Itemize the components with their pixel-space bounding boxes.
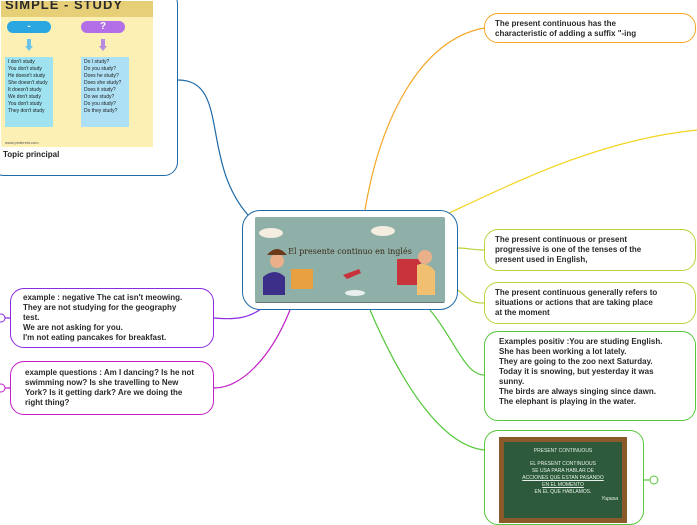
board-heading: PRESENT CONTINUOUS xyxy=(533,448,593,454)
topic-label: Topic principal xyxy=(3,150,60,159)
link-questions xyxy=(213,309,291,389)
node-situations[interactable]: The present continuous generally refers … xyxy=(484,282,696,324)
link-topic xyxy=(177,79,249,216)
down-arrow-icon xyxy=(99,39,107,51)
grammar-card-image: SIMPLE - STUDY - ? I don't study You don… xyxy=(1,1,153,147)
negative-pill: - xyxy=(7,21,51,33)
card-footer: www.pinterest.com xyxy=(5,140,39,145)
question-list: Do I study? Do you study? Does he study?… xyxy=(81,57,129,127)
question-pill: ? xyxy=(81,21,125,33)
banner-text: SIMPLE - STUDY xyxy=(5,1,124,12)
board-line: ACCIONES QUE ESTAN PASANDO xyxy=(522,475,604,481)
link-progressive xyxy=(457,247,485,251)
link-situations xyxy=(457,289,485,304)
collapse-toggle-blackboard[interactable] xyxy=(649,475,659,485)
board-line: EN EL QUE HABLAMOS. xyxy=(534,489,592,495)
central-topic[interactable]: El presente continuo en inglés xyxy=(242,210,458,310)
link-negative xyxy=(213,307,263,320)
node-examples-positive[interactable]: Examples positiv :You are studing Englis… xyxy=(484,331,696,421)
down-arrow-icon xyxy=(25,39,33,51)
link-suffix xyxy=(364,27,485,211)
link-blackboard xyxy=(369,309,485,451)
board-line: SE USA PARA HABLAR DE xyxy=(531,468,595,474)
node-example-negative[interactable]: example : negative The cat isn't meowing… xyxy=(10,288,214,348)
card-banner: SIMPLE - STUDY xyxy=(1,1,153,17)
board-line: EL PRESENT CONTINUOUS xyxy=(530,461,596,467)
board-line: EN EL MOMENTO xyxy=(542,482,584,488)
topic-image-node[interactable]: SIMPLE - STUDY - ? I don't study You don… xyxy=(0,0,178,176)
board-signature: Yupasa xyxy=(601,496,618,502)
collapse-toggle-questions[interactable] xyxy=(0,383,6,393)
central-illustration xyxy=(255,217,445,303)
central-image: El presente continuo en inglés xyxy=(255,217,445,303)
negative-list: I don't study You don't study He doesn't… xyxy=(5,57,53,127)
node-example-questions[interactable]: example questions : Am I dancing? Is he … xyxy=(10,361,214,415)
link-examples xyxy=(429,309,485,376)
blackboard-image: PRESENT CONTINUOUS EL PRESENT CONTINUOUS… xyxy=(499,437,627,523)
collapse-toggle-negative[interactable] xyxy=(0,313,6,323)
central-title: El presente continuo en inglés xyxy=(288,247,412,256)
blackboard-image-node[interactable]: PRESENT CONTINUOUS EL PRESENT CONTINUOUS… xyxy=(484,430,644,525)
link-offscreen-yellow xyxy=(444,129,697,216)
